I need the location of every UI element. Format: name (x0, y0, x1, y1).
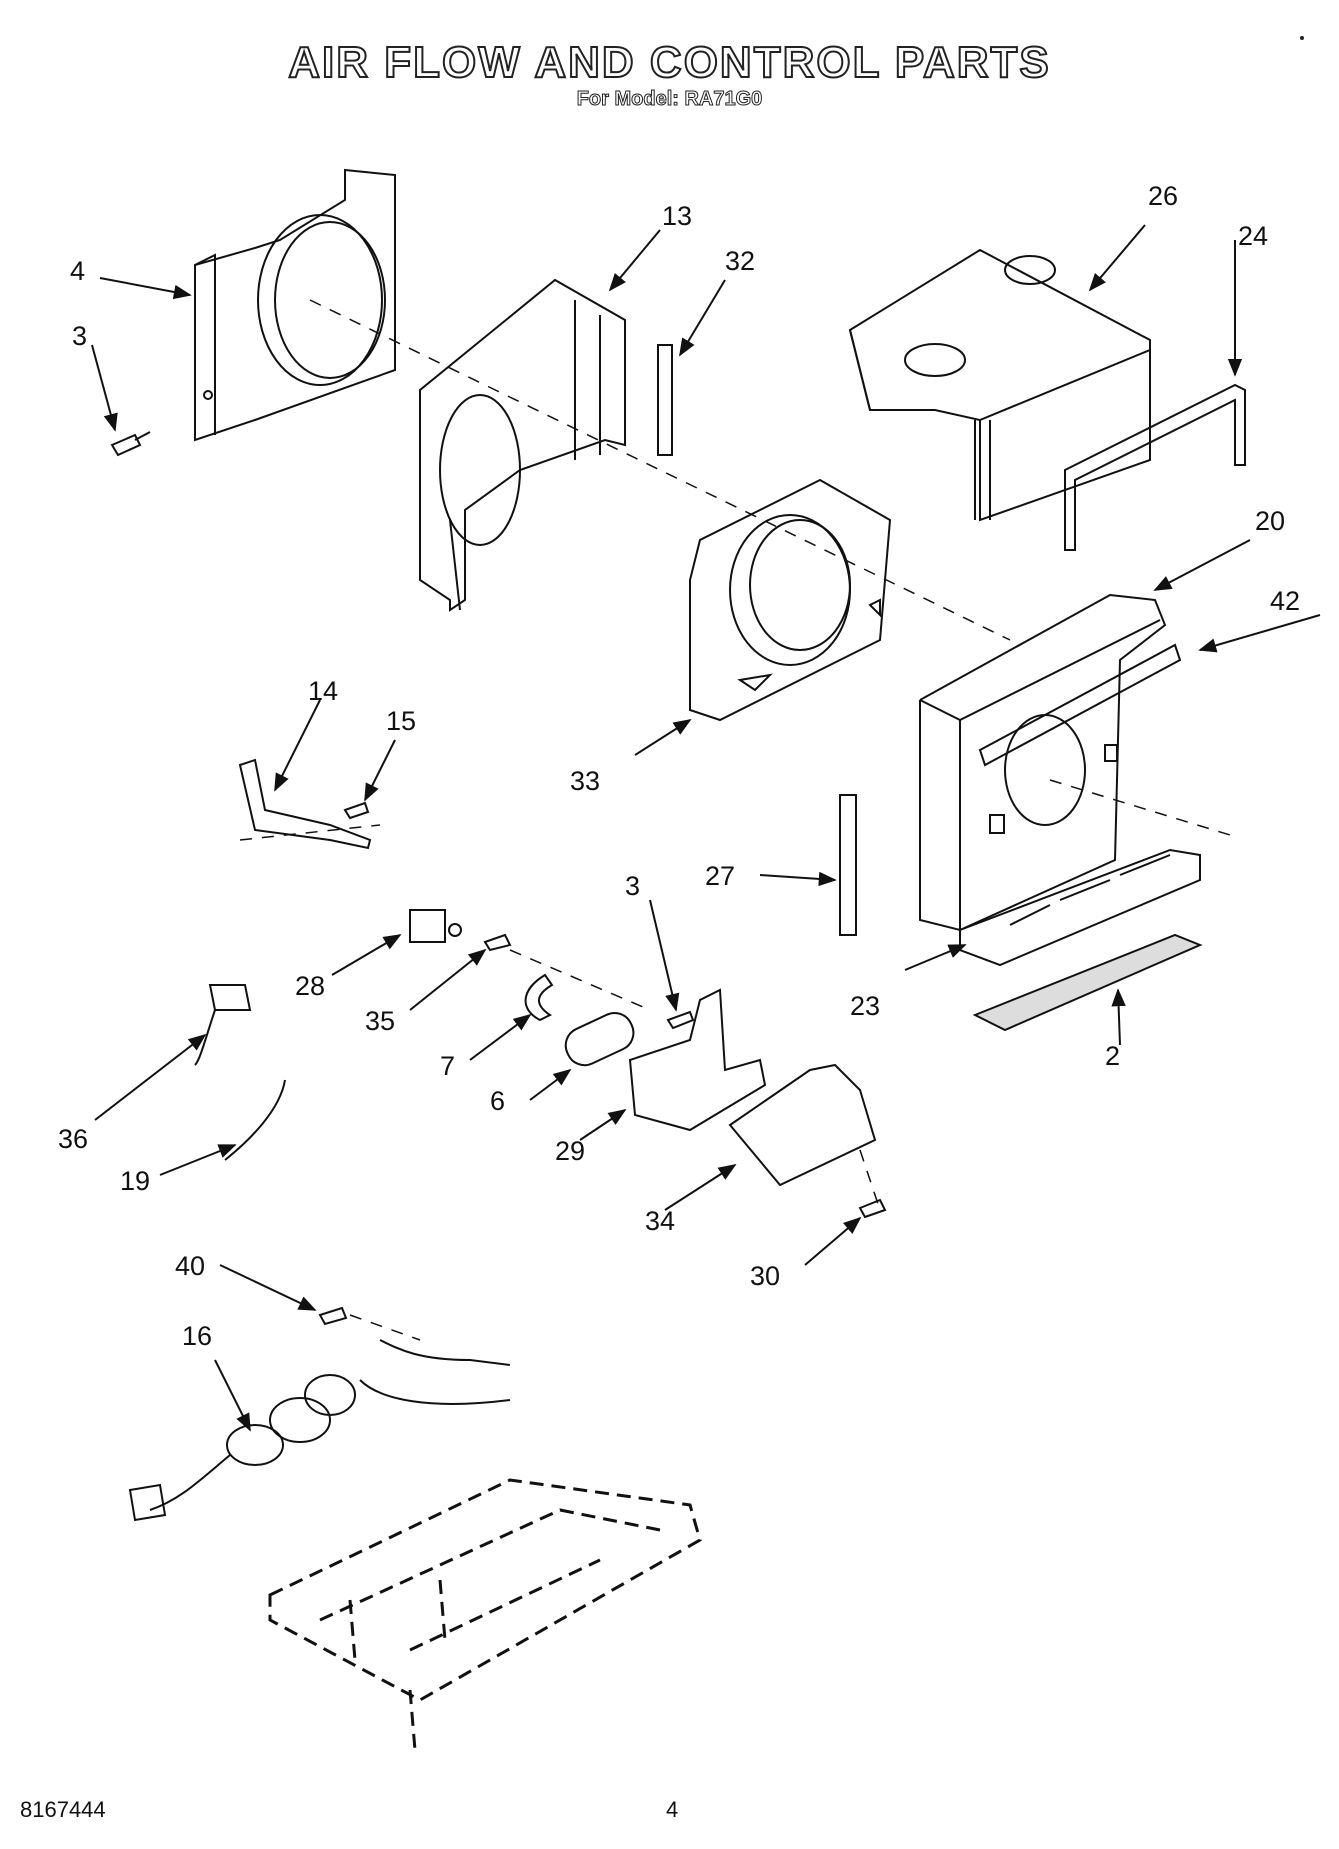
callout-label: 32 (725, 246, 755, 276)
part-24-gasket (1064, 383, 1246, 551)
page-number: 4 (666, 1797, 679, 1822)
part-34-control-box (728, 1063, 877, 1187)
callout-label: 13 (662, 201, 692, 231)
callout-label: 19 (120, 1166, 150, 1196)
callout-label: 15 (386, 706, 416, 736)
callout-label: 4 (70, 256, 85, 286)
callout-label: 26 (1148, 181, 1178, 211)
part-27-foam-strip (839, 794, 857, 936)
part-15-screw (343, 801, 370, 820)
part-26-top-cover (848, 248, 1151, 522)
model-subtitle: For Model: RA71G0 (576, 88, 763, 111)
callout-label: 42 (1270, 586, 1300, 616)
callout-label: 40 (175, 1251, 205, 1281)
callout-label: 3 (72, 321, 87, 351)
callout-arrows (91, 224, 1321, 1432)
part-29-capacitor-bracket (628, 988, 767, 1132)
part-4-shroud-panel (194, 168, 396, 442)
callout-label: 16 (182, 1321, 212, 1351)
callout-label: 3 (625, 871, 640, 901)
callout-label: 2 (1105, 1041, 1120, 1071)
callout-label: 29 (555, 1136, 585, 1166)
alignment-lines (239, 299, 1231, 1341)
corner-mark (1300, 36, 1304, 40)
callout-label: 24 (1238, 221, 1268, 251)
part-32-foam-strip (657, 344, 673, 456)
part-19-tube (224, 1079, 286, 1161)
part-42-foam-strip (978, 643, 1182, 767)
callout-labels: 4 3 13 32 26 24 20 42 14 15 33 27 3 28 3… (58, 181, 1300, 1351)
part-20-bulkhead (919, 593, 1182, 932)
callout-label: 7 (440, 1051, 455, 1081)
part-3-screw-top (110, 431, 151, 457)
callout-label: 28 (295, 971, 325, 1001)
part-36-switch (194, 984, 252, 1066)
callout-label: 35 (365, 1006, 395, 1036)
part-28-rotary-switch (409, 909, 462, 943)
page-title: AIR FLOW AND CONTROL PARTS (287, 37, 1051, 88)
callout-label: 27 (705, 861, 735, 891)
part-3-screw-lower (666, 1010, 695, 1030)
callout-label: 33 (570, 766, 600, 796)
part-30-screw (858, 1198, 887, 1219)
part-16-wire-harness (128, 1339, 511, 1522)
part-33-scroll-housing (689, 478, 892, 722)
callout-label: 30 (750, 1261, 780, 1291)
part-13-orifice-panel (419, 278, 626, 612)
callout-label: 23 (850, 991, 880, 1021)
part-6-capacitor (564, 1012, 635, 1067)
callout-label: 6 (490, 1086, 505, 1116)
part-7-strap (524, 973, 554, 1022)
document-number: 8167444 (20, 1797, 106, 1822)
base-pan-dashed-outline (268, 1478, 702, 1751)
part-2-filter (972, 933, 1203, 1032)
callout-label: 20 (1255, 506, 1285, 536)
callout-label: 34 (645, 1206, 675, 1236)
callout-label: 14 (308, 676, 338, 706)
part-40-screw (318, 1306, 348, 1326)
callout-label: 36 (58, 1124, 88, 1154)
part-14-bracket (238, 758, 372, 850)
part-35-screw (483, 933, 512, 952)
